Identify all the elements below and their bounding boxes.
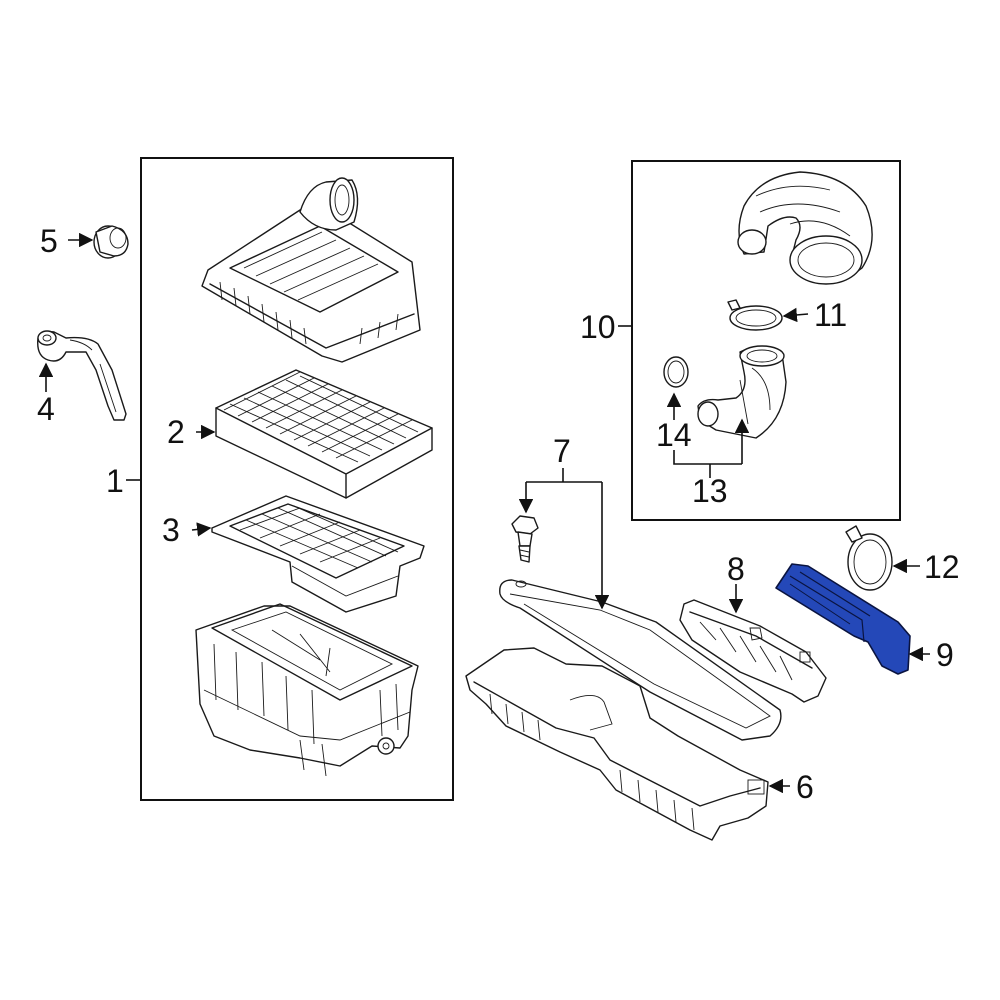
callout-5: 5 <box>40 223 58 259</box>
callout-1: 1 <box>106 463 124 499</box>
callout-2: 2 <box>167 414 185 450</box>
part-8-bracket[interactable] <box>679 599 827 703</box>
part-10-intake-hose[interactable] <box>737 171 873 285</box>
callout-9: 9 <box>936 637 954 673</box>
callout-3: 3 <box>162 512 180 548</box>
part-4-vent-hose[interactable] <box>37 330 127 421</box>
callout-4: 4 <box>37 391 55 427</box>
part-3-filter-tray[interactable] <box>211 495 425 613</box>
callout-11: 11 <box>814 297 847 333</box>
part-5-cap[interactable] <box>93 225 129 259</box>
callout-12: 12 <box>924 549 960 585</box>
callout-labels: 5 4 2 3 1 7 8 9 6 12 10 11 14 13 <box>37 223 960 805</box>
leader-lines <box>38 232 930 794</box>
part-1-air-cleaner-cover[interactable] <box>201 177 421 363</box>
intake-duct-kit-frame <box>631 160 901 521</box>
callout-10: 10 <box>580 309 616 345</box>
part-2-air-filter[interactable] <box>215 369 433 499</box>
part-14-o-ring[interactable] <box>663 356 689 388</box>
part-12-clamp[interactable] <box>845 525 893 591</box>
callout-7: 7 <box>553 433 571 469</box>
part-9-air-duct-highlighted[interactable] <box>775 563 911 675</box>
callout-6: 6 <box>796 769 814 805</box>
callout-13: 13 <box>692 473 728 509</box>
callout-8: 8 <box>727 551 745 587</box>
air-cleaner-assembly-frame <box>140 157 454 801</box>
part-6-air-duct[interactable] <box>465 647 769 841</box>
part-7-seal-strip[interactable] <box>499 579 782 741</box>
part-13-elbow[interactable] <box>697 345 787 439</box>
part-1-lower-housing[interactable] <box>195 603 419 777</box>
part-7-bolt[interactable] <box>511 515 539 563</box>
part-11-clamp-ring[interactable] <box>727 299 783 331</box>
callout-14: 14 <box>656 417 692 453</box>
